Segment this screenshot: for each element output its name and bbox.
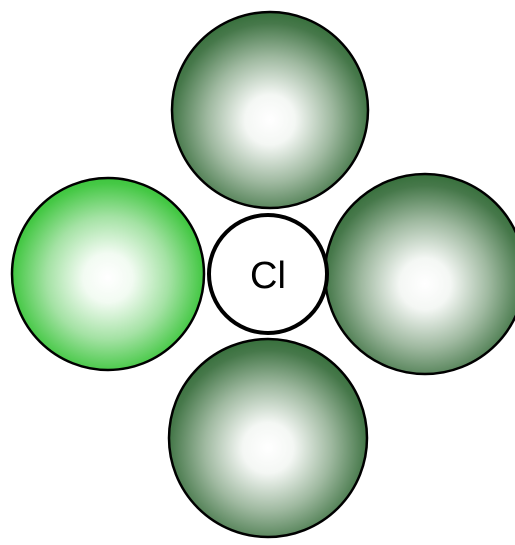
sphere-top [170, 10, 370, 210]
center-atom [207, 213, 329, 335]
sphere-right [323, 172, 515, 376]
center-atom-label: Cl [250, 255, 286, 297]
sphere-left [10, 176, 206, 372]
sphere-bottom [167, 337, 369, 539]
